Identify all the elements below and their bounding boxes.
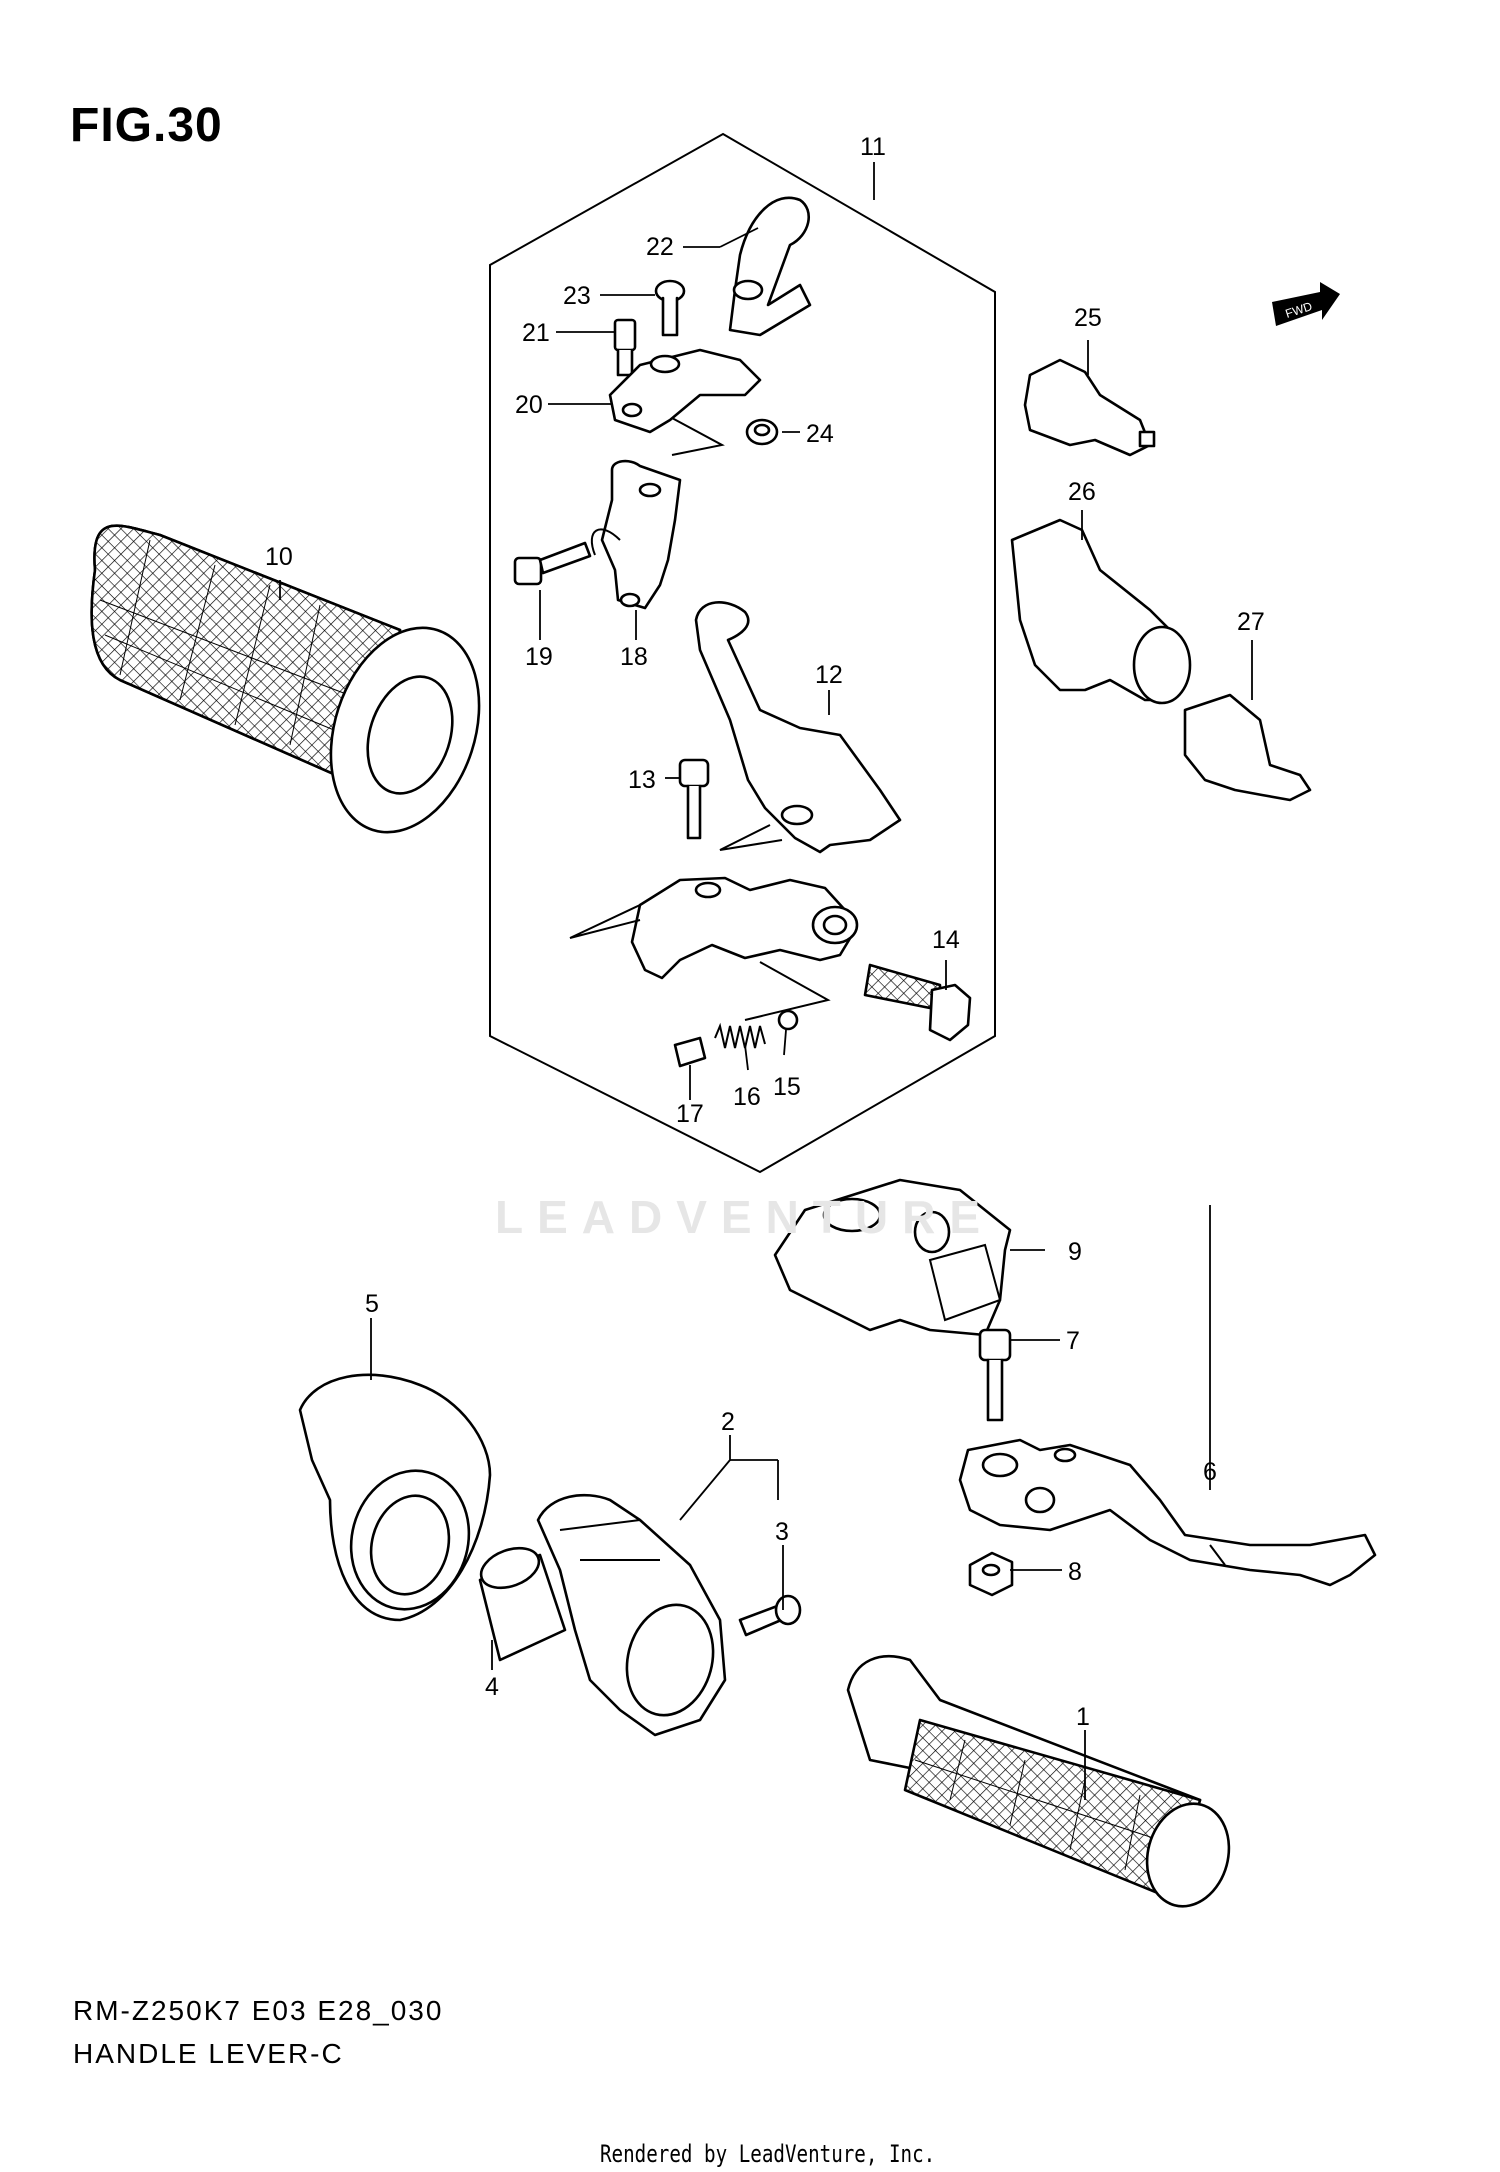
section-title: HANDLE LEVER-C: [73, 2038, 344, 2069]
fwd-arrow-icon: FWD: [1272, 282, 1340, 326]
part-7: [978, 1328, 1012, 1422]
grip-10: [90, 524, 481, 834]
part-24: [745, 418, 779, 446]
part-4: [478, 1546, 567, 1662]
part-23: [654, 279, 686, 337]
part-26: [1010, 518, 1192, 705]
callout-8: 8: [1068, 1558, 1082, 1586]
lever-perch: [569, 876, 859, 1021]
part-21: [613, 318, 637, 377]
assembly-11-outline: [489, 132, 996, 1174]
part-6-lever: [958, 1438, 1377, 1587]
callout-20: 20: [515, 391, 543, 419]
callout-12: 12: [815, 661, 843, 689]
callout-27: 27: [1237, 608, 1265, 636]
callout-7: 7: [1066, 1327, 1080, 1355]
callout-labels: 1 2 3 4 5 6 7 8 9 10 11 12 13 14 15 16 1…: [265, 133, 1265, 1731]
callout-15: 15: [773, 1073, 801, 1101]
part-14: [863, 963, 972, 1042]
render-credit: Rendered by LeadVenture, Inc.: [600, 2140, 936, 2168]
callout-11: 11: [860, 133, 886, 161]
callout-1: 1: [1076, 1703, 1090, 1731]
callout-10: 10: [265, 543, 293, 571]
callout-2: 2: [721, 1408, 735, 1436]
callout-9: 9: [1068, 1238, 1082, 1266]
part-12-lever: [694, 601, 902, 854]
callout-13: 13: [628, 766, 656, 794]
callout-4: 4: [485, 1673, 499, 1701]
model-code: RM-Z250K7 E03 E28_030: [73, 1995, 444, 2026]
callout-22: 22: [646, 233, 674, 261]
callout-26: 26: [1068, 478, 1096, 506]
callout-25: 25: [1074, 304, 1102, 332]
part-15: [777, 1009, 799, 1031]
grip-1: [846, 1655, 1231, 1908]
part-16: [714, 1022, 766, 1049]
part-5: [298, 1373, 492, 1622]
callout-24: 24: [806, 420, 834, 448]
callout-16: 16: [733, 1083, 761, 1111]
callout-21: 21: [522, 319, 550, 347]
part-20: [608, 348, 762, 456]
part-2: [536, 1493, 727, 1737]
part-18: [590, 459, 682, 610]
part-9: [773, 1178, 1012, 1337]
callout-6: 6: [1203, 1458, 1217, 1486]
part-22: [728, 196, 812, 337]
part-27: [1183, 693, 1312, 802]
callout-3: 3: [775, 1518, 789, 1546]
part-13: [678, 758, 710, 840]
callout-17: 17: [676, 1100, 704, 1128]
figure-title: FIG.30: [70, 99, 223, 152]
callout-14: 14: [932, 926, 960, 954]
watermark: LEADVENTURE: [495, 1191, 995, 1243]
part-3: [738, 1594, 802, 1637]
leader-lines: [279, 162, 1253, 1800]
callout-18: 18: [620, 643, 648, 671]
callout-19: 19: [525, 643, 553, 671]
callout-23: 23: [563, 282, 591, 310]
callout-5: 5: [365, 1290, 379, 1318]
part-25: [1023, 358, 1156, 457]
part-17: [673, 1036, 707, 1068]
part-19: [513, 541, 592, 586]
part-8: [968, 1551, 1014, 1597]
